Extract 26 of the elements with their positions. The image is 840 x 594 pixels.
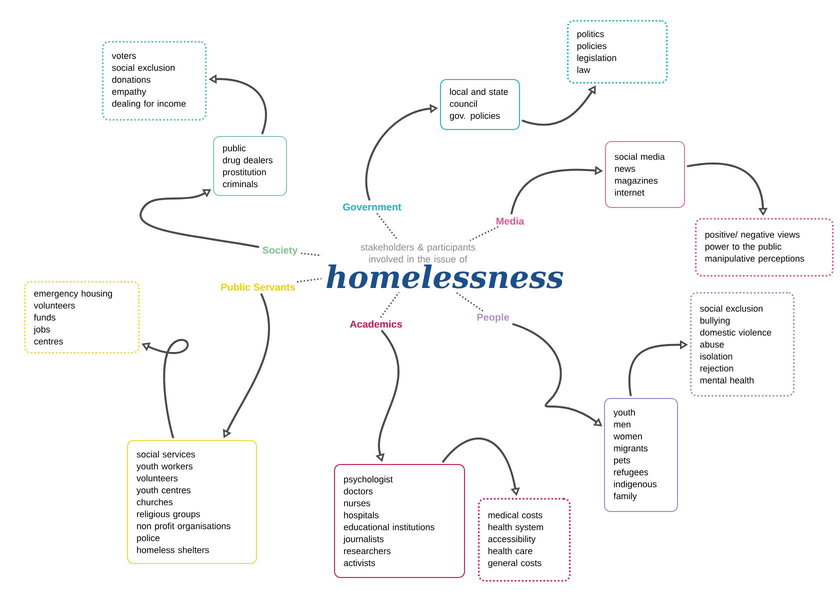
list-box: social media news magazines internet <box>605 141 685 208</box>
list-box: youth men women migrants pets refugees indigenous family <box>604 398 678 512</box>
dotted-line <box>380 292 400 318</box>
list-box: politics policies legislation law <box>567 20 668 84</box>
category-label: Society <box>262 246 298 256</box>
dotted-line <box>300 252 322 256</box>
dotted-line <box>296 278 322 283</box>
list-box: public drug dealers prostitution criminals <box>213 136 287 196</box>
list-box: psychologist doctors nurses hospitals educational institutions journalists researchers activists <box>334 464 465 578</box>
list-box: positive/ negative views power to the public manipulative perceptions <box>695 218 834 277</box>
dotted-line <box>470 226 499 242</box>
category-label: Government <box>343 203 402 211</box>
list-box: local and state council gov. policies <box>440 79 520 130</box>
dotted-line <box>376 212 398 240</box>
list-box: voters social exclusion donations empathy dealing for income <box>102 41 207 121</box>
category-label: People <box>477 313 509 323</box>
list-box: medical costs health system accessibility health care general costs <box>478 498 571 582</box>
list-box: social services youth workers volunteers youth centres churches religious groups non profit organisations police homeless shelters <box>127 440 257 564</box>
category-label: Academics <box>350 320 402 328</box>
dotted-line <box>454 291 484 312</box>
list-box: emergency housing volunteers funds jobs centres <box>24 281 140 354</box>
central-topic: stakeholders & participants involved in the issue of homelessness <box>326 244 564 288</box>
category-label: Public Servants <box>221 283 295 291</box>
list-box: social exclusion bullying domestic violence abuse isolation rejection mental health <box>690 292 795 397</box>
category-label: Media <box>496 217 524 225</box>
curved-arrow <box>140 189 260 248</box>
